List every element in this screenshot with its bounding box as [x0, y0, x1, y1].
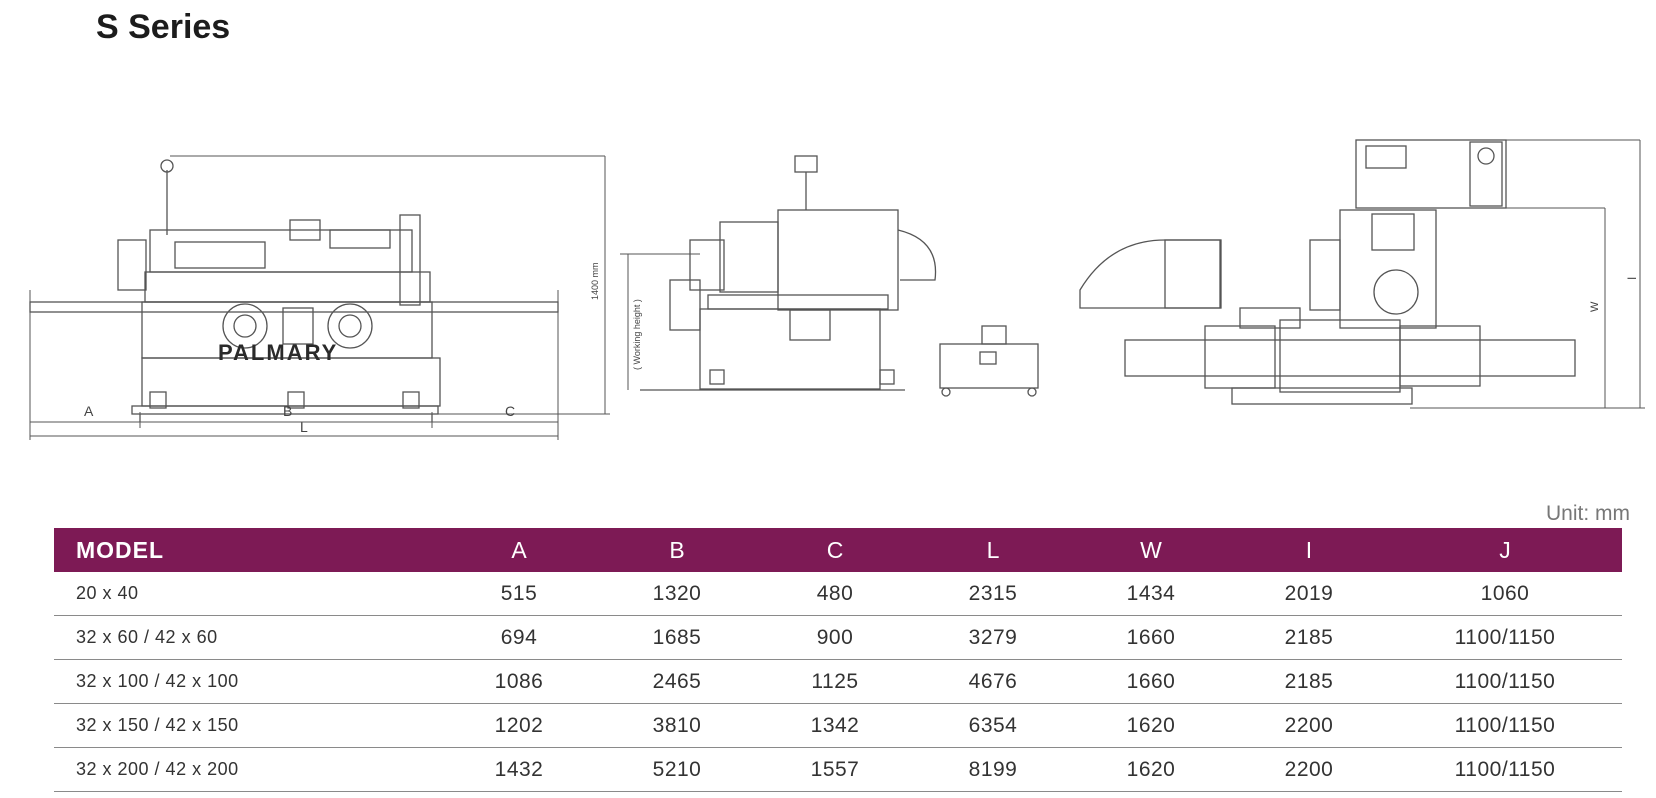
- table-cell: 694: [440, 615, 598, 660]
- table-cell: 1060: [1388, 572, 1622, 616]
- table-cell: 900: [756, 615, 914, 660]
- column-header: A: [511, 536, 527, 563]
- table-cell: 480: [756, 572, 914, 616]
- table-cell: 1100/1150: [1388, 659, 1622, 704]
- table-cell: 1685: [598, 615, 756, 660]
- column-header: B: [669, 536, 685, 563]
- column-header: I: [1305, 536, 1313, 563]
- dim-label-w: W: [1589, 301, 1601, 312]
- table-cell: 1100/1150: [1388, 747, 1622, 792]
- table-cell: 5210: [598, 747, 756, 792]
- height-label: 1400 mm: [590, 262, 600, 300]
- table-cell: 3279: [914, 615, 1072, 660]
- table-cell: 2465: [598, 659, 756, 704]
- dim-label-b: B: [283, 403, 292, 419]
- table-cell: 8199: [914, 747, 1072, 792]
- column-header: J: [1499, 536, 1511, 563]
- table-cell: 1434: [1072, 572, 1230, 616]
- table-cell: 2019: [1230, 572, 1388, 616]
- table-cell: 32 x 60 / 42 x 60: [54, 615, 440, 660]
- table-cell: 1620: [1072, 747, 1230, 792]
- table-cell: 1086: [440, 659, 598, 704]
- table-row: 32 x 200 / 42 x 200 1432 5210 1557 8199 …: [54, 747, 1622, 792]
- column-header: L: [986, 536, 1000, 563]
- dim-label-a: A: [84, 403, 94, 419]
- dim-label-i: I: [1625, 277, 1639, 280]
- top-view-drawing: [1079, 139, 1645, 409]
- table-cell: 3810: [598, 703, 756, 748]
- side-view-drawing: [620, 155, 1039, 397]
- spec-table: MODEL A B C L W I J 20 x 40 515 1320 480…: [54, 528, 1622, 792]
- table-header-row: MODEL A B C L W I J: [54, 528, 1622, 572]
- table-cell: 32 x 150 / 42 x 150: [54, 703, 440, 748]
- table-cell: 1660: [1072, 615, 1230, 660]
- table-cell: 32 x 200 / 42 x 200: [54, 747, 440, 792]
- page-title: S Series: [96, 8, 231, 46]
- table-cell: 1100/1150: [1388, 615, 1622, 660]
- table-cell: 1100/1150: [1388, 703, 1622, 748]
- column-header: MODEL: [76, 536, 165, 563]
- table-row: 20 x 40 515 1320 480 2315 1434 2019 1060: [54, 572, 1622, 616]
- dim-label-c: C: [505, 403, 515, 419]
- table-cell: 1557: [756, 747, 914, 792]
- table-cell: 4676: [914, 659, 1072, 704]
- table-cell: 515: [440, 572, 598, 616]
- dim-label-l: L: [300, 419, 308, 435]
- table-cell: 1125: [756, 659, 914, 704]
- table-cell: 2315: [914, 572, 1072, 616]
- table-cell: 1620: [1072, 703, 1230, 748]
- working-height-label: ( Working height ): [632, 299, 642, 370]
- table-cell: 2185: [1230, 615, 1388, 660]
- table-cell: 20 x 40: [54, 572, 440, 616]
- table-cell: 1202: [440, 703, 598, 748]
- table-cell: 2200: [1230, 747, 1388, 792]
- column-header: C: [826, 536, 844, 563]
- table-cell: 1320: [598, 572, 756, 616]
- table-cell: 2200: [1230, 703, 1388, 748]
- machine-drawings: PALMARY A B C L 1400 mm ( Working height…: [29, 139, 1645, 440]
- table-cell: 2185: [1230, 659, 1388, 704]
- column-header: W: [1140, 536, 1162, 563]
- table-row: 32 x 60 / 42 x 60 694 1685 900 3279 1660…: [54, 615, 1622, 660]
- table-cell: 32 x 100 / 42 x 100: [54, 659, 440, 704]
- table-cell: 1432: [440, 747, 598, 792]
- front-view-drawing: [29, 155, 610, 440]
- table-cell: 6354: [914, 703, 1072, 748]
- table-row: 32 x 150 / 42 x 150 1202 3810 1342 6354 …: [54, 703, 1622, 748]
- table-row: 32 x 100 / 42 x 100 1086 2465 1125 4676 …: [54, 659, 1622, 704]
- table-cell: 1660: [1072, 659, 1230, 704]
- brand-label: PALMARY: [218, 340, 338, 365]
- unit-label: Unit: mm: [1546, 502, 1630, 525]
- table-cell: 1342: [756, 703, 914, 748]
